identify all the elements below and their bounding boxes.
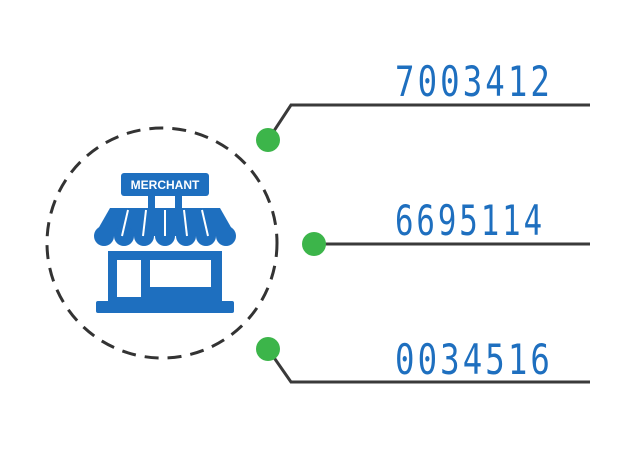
connector-node-2 (302, 232, 326, 256)
connector-node-3 (256, 337, 280, 361)
connector-line-3 (266, 348, 590, 384)
connection-number-3: 0034516 (395, 335, 553, 384)
store-base (96, 301, 234, 313)
merchant-sign-label: MERCHANT (131, 178, 200, 192)
merchant-sign (121, 173, 209, 196)
connection-number-1: 7003412 (395, 57, 553, 106)
connector-node-1 (256, 128, 280, 152)
awning-scallops (94, 226, 236, 246)
connection-number-2: 6695114 (395, 196, 545, 245)
dashed-boundary-circle (45, 126, 279, 360)
store-window (150, 260, 211, 287)
storefront-icon: MERCHANT (94, 173, 236, 313)
store-door (117, 260, 141, 297)
connector-line-1 (266, 103, 590, 141)
